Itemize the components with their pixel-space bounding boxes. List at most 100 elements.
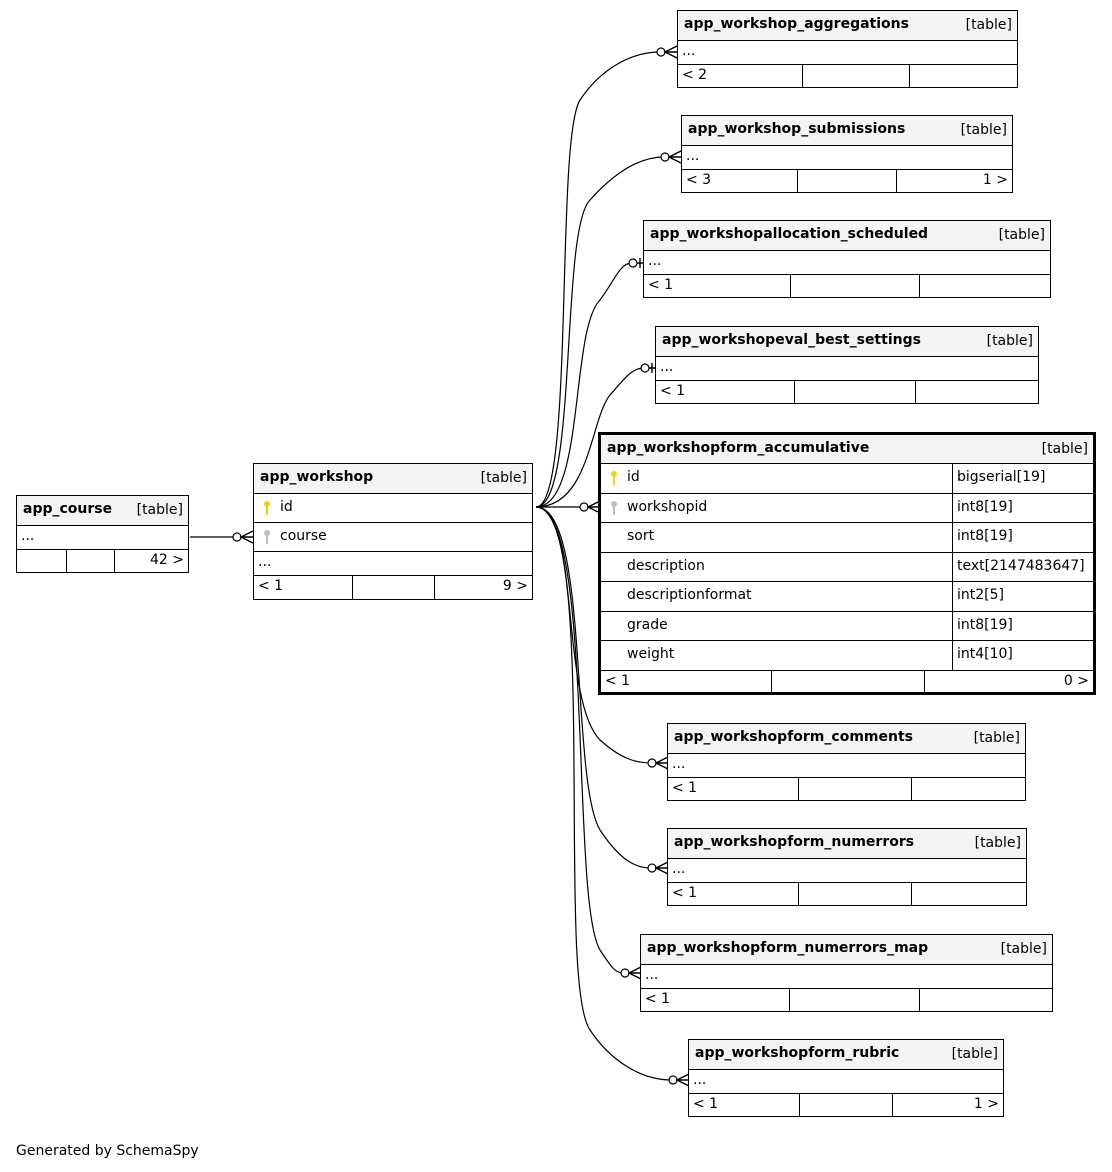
column-row: weight int4[10] <box>601 641 1093 671</box>
key-icon-gold <box>611 471 617 485</box>
column-name: sort <box>627 528 655 544</box>
table-footer: < 1 9 > <box>254 576 532 599</box>
column-row: descriptionformat int2[5] <box>601 582 1093 612</box>
key-icon-gray <box>264 530 270 544</box>
column-type: int2[5] <box>957 587 1004 603</box>
table-footer: < 1 <box>668 778 1025 801</box>
key-icon-gold <box>264 501 270 515</box>
table-kind: [table] <box>998 227 1045 243</box>
table-app-workshopform-rubric[interactable]: app_workshopform_rubric [table] ... < 1 … <box>688 1039 1004 1117</box>
table-footer: < 1 <box>656 381 1038 404</box>
parents-count: < 3 <box>686 172 712 188</box>
table-app-workshop[interactable]: app_workshop [table] id course ... < 1 9… <box>253 463 533 600</box>
parents-count: < 1 <box>605 672 631 689</box>
parents-count: < 1 <box>648 277 674 293</box>
table-footer: 42 > <box>17 550 188 573</box>
table-name: app_workshopform_accumulative <box>607 440 870 456</box>
columns-ellipsis: ... <box>641 965 1052 989</box>
column-row: workshopid int8[19] <box>601 493 1093 523</box>
edge-submissions <box>535 156 665 508</box>
column-type: bigserial[19] <box>957 469 1046 485</box>
column-type: int8[19] <box>957 616 1013 633</box>
column-name: course <box>280 528 327 544</box>
columns-ellipsis: ... <box>678 41 1017 65</box>
table-header: app_workshopform_numerrors_map [table] <box>641 935 1052 965</box>
table-footer: < 2 <box>678 65 1017 88</box>
edge-numerrors <box>535 506 652 869</box>
table-kind: [table] <box>1000 941 1047 957</box>
columns-ellipsis: ... <box>644 251 1050 275</box>
column-name: workshopid <box>627 498 708 515</box>
children-count: 42 > <box>150 552 184 568</box>
column-type: int8[19] <box>957 528 1013 544</box>
children-count: 0 > <box>1063 672 1089 689</box>
parents-count: < 1 <box>672 780 698 796</box>
table-app-workshopform-comments[interactable]: app_workshopform_comments [table] ... < … <box>667 723 1026 801</box>
table-name: app_workshopallocation_scheduled <box>650 226 929 242</box>
column-type: int8[19] <box>957 498 1013 515</box>
table-name: app_workshop <box>260 469 374 485</box>
table-app-workshopeval-best-settings[interactable]: app_workshopeval_best_settings [table] .… <box>655 326 1039 404</box>
table-header: app_workshopform_accumulative [table] <box>601 435 1093 464</box>
table-kind: [table] <box>951 1046 998 1062</box>
table-header: app_workshopform_comments [table] <box>668 724 1025 754</box>
table-kind: [table] <box>1041 441 1088 457</box>
table-name: app_workshopform_rubric <box>695 1045 900 1061</box>
table-app-workshopallocation-scheduled[interactable]: app_workshopallocation_scheduled [table]… <box>643 220 1051 298</box>
columns-ellipsis: ... <box>254 552 532 576</box>
key-icon-gray <box>611 500 617 515</box>
children-count: 9 > <box>502 578 528 594</box>
table-header: app_workshopform_numerrors [table] <box>668 829 1026 859</box>
column-name: description <box>627 557 705 574</box>
column-row: sort int8[19] <box>601 523 1093 553</box>
column-name: weight <box>627 646 675 662</box>
table-footer: < 1 <box>644 275 1050 298</box>
table-header: app_workshop [table] <box>254 464 532 494</box>
edge-evalbest <box>535 367 645 508</box>
column-name: id <box>280 499 293 515</box>
generated-by-note: Generated by SchemaSpy <box>16 1143 199 1159</box>
table-kind: [table] <box>986 333 1033 349</box>
columns-ellipsis: ... <box>668 754 1025 778</box>
table-footer: < 3 1 > <box>682 170 1012 193</box>
columns-ellipsis: ... <box>689 1070 1003 1094</box>
table-kind: [table] <box>960 122 1007 138</box>
column-name: descriptionformat <box>627 587 752 603</box>
table-name: app_workshopform_numerrors <box>674 834 915 850</box>
column-row: course <box>254 523 532 552</box>
table-kind: [table] <box>974 835 1021 851</box>
parents-count: < 1 <box>258 578 284 594</box>
table-name: app_workshop_submissions <box>688 121 906 137</box>
table-name: app_workshopform_comments <box>674 729 913 745</box>
table-header: app_workshop_aggregations [table] <box>678 11 1017 41</box>
table-header: app_workshopform_rubric [table] <box>689 1040 1003 1070</box>
table-app-workshopform-numerrors[interactable]: app_workshopform_numerrors [table] ... <… <box>667 828 1027 906</box>
parents-count: < 1 <box>660 383 686 399</box>
table-kind: [table] <box>965 17 1012 33</box>
parents-count: < 1 <box>672 885 698 901</box>
table-kind: [table] <box>480 470 527 486</box>
column-row: grade int8[19] <box>601 611 1093 641</box>
column-name: grade <box>627 616 668 633</box>
column-type: text[2147483647] <box>957 557 1085 574</box>
edge-numerrors-map <box>535 506 625 974</box>
columns-ellipsis: ... <box>17 526 188 550</box>
column-name: id <box>627 469 640 485</box>
table-app-workshop-aggregations[interactable]: app_workshop_aggregations [table] ... < … <box>677 10 1018 88</box>
edge-allocation <box>535 262 633 508</box>
table-kind: [table] <box>973 730 1020 746</box>
parents-count: < 1 <box>645 991 671 1007</box>
table-name: app_course <box>23 501 113 517</box>
parents-count: < 2 <box>682 67 708 83</box>
columns-ellipsis: ... <box>682 146 1012 170</box>
table-header: app_workshopeval_best_settings [table] <box>656 327 1038 357</box>
table-footer: < 1 1 > <box>689 1094 1003 1117</box>
column-row: id <box>254 494 532 523</box>
table-header: app_workshop_submissions [table] <box>682 116 1012 146</box>
table-footer: < 1 <box>668 883 1026 906</box>
table-app-workshopform-numerrors-map[interactable]: app_workshopform_numerrors_map [table] .… <box>640 934 1053 1012</box>
table-app-workshopform-accumulative[interactable]: app_workshopform_accumulative [table] id… <box>598 432 1096 695</box>
table-app-course[interactable]: app_course [table] ... 42 > <box>16 495 189 573</box>
table-app-workshop-submissions[interactable]: app_workshop_submissions [table] ... < 3… <box>681 115 1013 193</box>
